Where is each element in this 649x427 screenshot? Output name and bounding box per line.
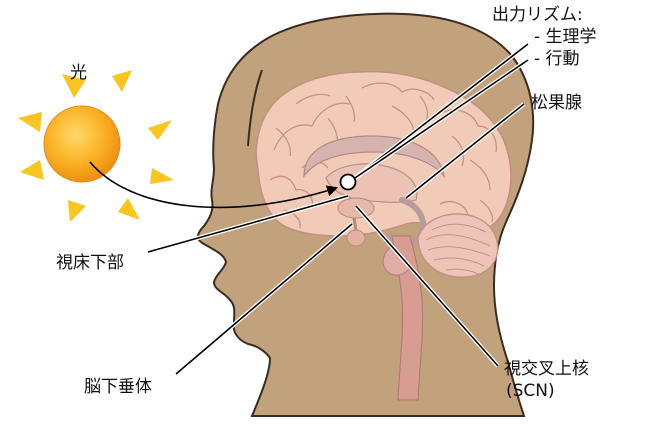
label-output-rhythm: 出力リズム: [492, 5, 583, 25]
label-hypothalamus: 視床下部 [56, 253, 124, 273]
pituitary-gland [346, 229, 366, 247]
label-scn: 視交叉上核 [504, 359, 589, 379]
sun-icon [18, 70, 174, 222]
label-pituitary: 脳下垂体 [84, 377, 152, 397]
label-scn-abbrev: (SCN) [506, 381, 555, 401]
brain-gyri [269, 82, 497, 229]
corpus-callosum [303, 135, 445, 179]
light-pathway-arrow [89, 161, 339, 209]
leader-lines [147, 42, 530, 376]
label-light: 光 [70, 63, 87, 83]
cerebellum [417, 213, 499, 278]
sun-rays [18, 70, 174, 222]
scn-marker-circle [339, 173, 357, 191]
label-behavior: - 行動 [534, 49, 580, 69]
label-pineal: 松果腺 [531, 93, 582, 113]
label-physiology: - 生理学 [534, 27, 597, 47]
thalamus [325, 163, 418, 203]
